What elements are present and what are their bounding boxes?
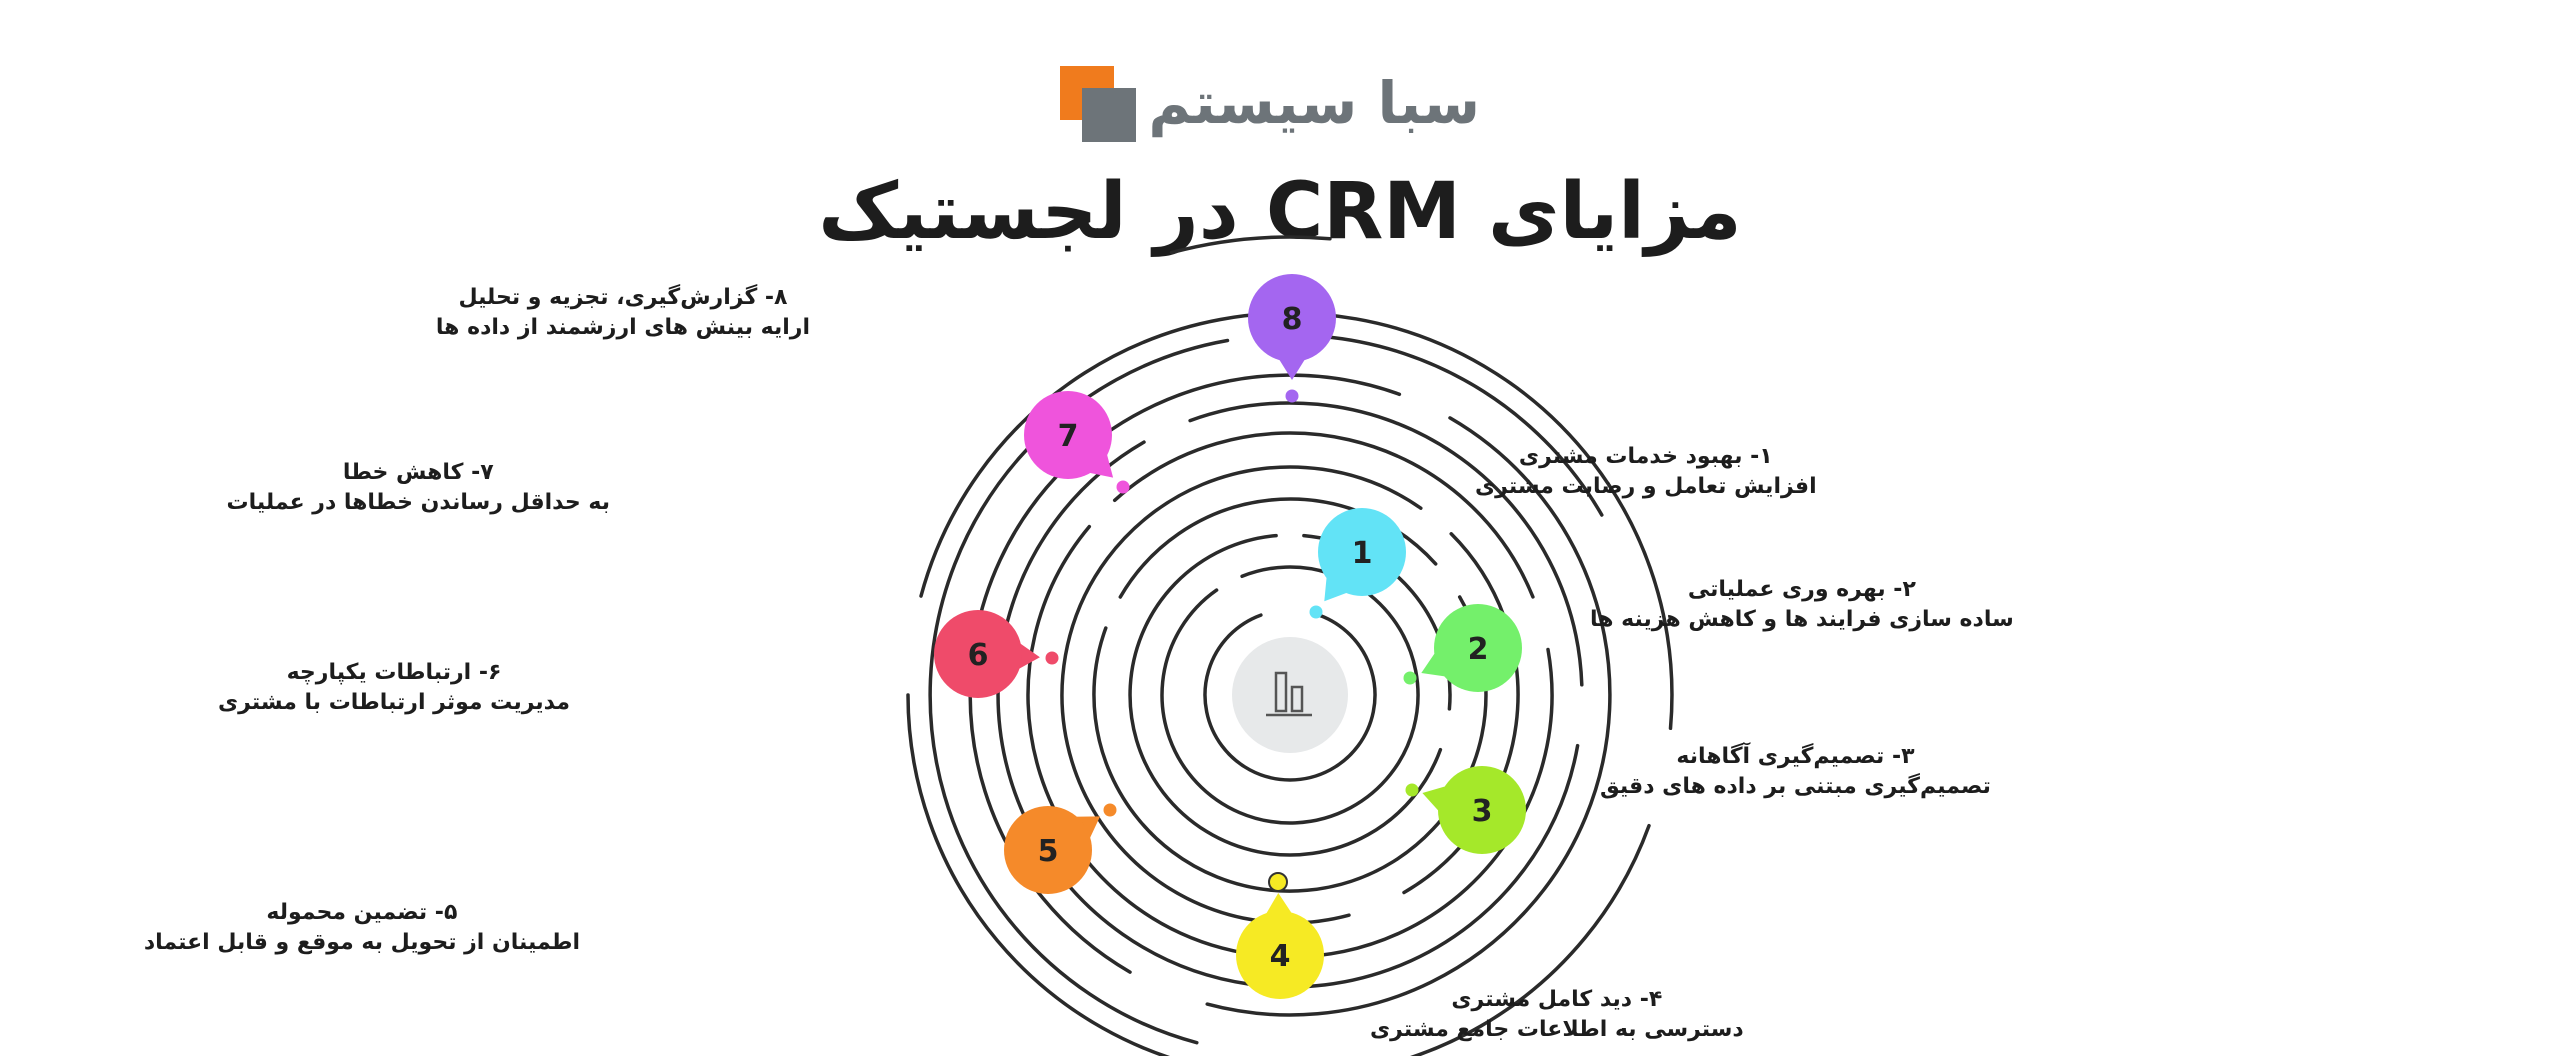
benefit-number-2: 2 <box>1468 632 1489 667</box>
benefit-bubble-6 <box>934 610 1022 698</box>
ring-arc-9-2 <box>1319 334 1604 517</box>
benefit-label-2: ۲- بهره وری عملیاتی ساده سازی فرایند ها و… <box>1590 575 2014 635</box>
ring-arc-7-2 <box>1188 401 1584 687</box>
benefit-desc-2: ساده سازی فرایند ها و کاهش هزینه ها <box>1590 607 2014 632</box>
benefit-number-3: 3 <box>1472 794 1493 829</box>
benefit-label-5: ۵- تضمین محموله اطمینان از تحویل به موقع … <box>144 898 580 958</box>
benefit-bubble-4 <box>1236 911 1324 999</box>
ring-arc-5-2 <box>1402 532 1520 895</box>
benefit-bubble-3 <box>1438 766 1526 854</box>
benefit-title-8: ۸- گزارش‌گیری، تجزیه و تحلیل <box>458 285 788 310</box>
benefit-label-4: ۴- دید کامل مشتری دسترسی به اطلاعات جامع … <box>1370 985 1744 1045</box>
benefit-title-4: ۴- دید کامل مشتری <box>1451 987 1663 1012</box>
ring-arc-5-1 <box>1060 465 1423 925</box>
benefit-desc-1: افزایش تعامل و رضایت مشتری <box>1475 474 1817 499</box>
benefit-dot-3 <box>1405 783 1419 797</box>
benefit-number-5: 5 <box>1038 834 1059 869</box>
benefit-label-6: ۶- ارتباطات یکپارچه مدیریت موثر ارتباطات … <box>218 658 570 718</box>
benefit-bubble-8 <box>1248 274 1336 362</box>
benefit-desc-7: به حداقل رساندن خطاها در عملیات <box>226 490 610 515</box>
ring-arc-10-1 <box>906 693 1651 1056</box>
benefit-desc-3: تصمیم‌گیری مبتنی بر داده های دقیق <box>1600 774 1991 799</box>
benefit-desc-5: اطمینان از تحویل به موقع و قابل اعتماد <box>143 930 580 955</box>
benefit-bubble-7 <box>1024 391 1112 479</box>
benefit-title-6: ۶- ارتباطات یکپارچه <box>286 660 502 685</box>
benefit-bubble-1 <box>1318 508 1406 596</box>
benefit-bubble-5 <box>1004 806 1092 894</box>
ring-arc-10-2 <box>919 311 1674 731</box>
benefit-number-1: 1 <box>1352 536 1373 571</box>
benefit-title-1: ۱- بهبود خدمات مشتری <box>1518 444 1773 469</box>
benefit-title-3: ۳- تصمیم‌گیری آگاهانه <box>1676 744 1915 769</box>
benefit-dot-5 <box>1103 803 1117 817</box>
benefit-title-5: ۵- تضمین محموله <box>266 900 458 925</box>
benefit-dot-2 <box>1403 671 1417 685</box>
benefit-label-3: ۳- تصمیم‌گیری آگاهانه تصمیم‌گیری مبتنی بر… <box>1600 742 1991 802</box>
ring-arc-2-2 <box>1240 565 1332 579</box>
benefit-label-8: ۸- گزارش‌گیری، تجزیه و تحلیل ارایه بینش ه… <box>436 283 810 343</box>
benefit-desc-6: مدیریت موثر ارتباطات با مشتری <box>218 690 570 715</box>
benefit-title-2: ۲- بهره وری عملیاتی <box>1687 577 1916 602</box>
ring-arc-1-1 <box>1203 613 1377 782</box>
benefit-number-4: 4 <box>1270 939 1291 974</box>
logo-gray-square <box>1082 88 1136 142</box>
ring-arc-4-1 <box>1092 595 1488 893</box>
benefit-dot-8 <box>1285 389 1299 403</box>
benefit-number-7: 7 <box>1058 419 1079 454</box>
ring-arc-6-2 <box>1112 431 1535 599</box>
ring-arc-3-1 <box>1128 533 1443 857</box>
benefit-label-7: ۷- کاهش خطا به حداقل رساندن خطاها در عملی… <box>227 458 610 518</box>
benefit-desc-8: ارایه بینش های ارزشمند از داده ها <box>435 315 810 340</box>
benefit-number-6: 6 <box>968 638 989 673</box>
brand-name: سبا سیستم <box>1148 69 1480 137</box>
benefit-dot-7 <box>1116 480 1130 494</box>
bar-chart-icon <box>1266 671 1312 717</box>
ring-arc-7-1 <box>996 440 1580 989</box>
ring-arc-8-2 <box>1205 416 1612 1017</box>
benefit-label-1: ۱- بهبود خدمات مشتری افزایش تعامل و رضایت… <box>1475 442 1817 502</box>
brand-logo: سبا سیستم <box>1060 62 1490 152</box>
benefit-title-7: ۷- کاهش خطا <box>342 460 494 485</box>
ring-arc-11-1 <box>1169 235 1332 255</box>
benefit-dot-1 <box>1309 605 1323 619</box>
benefit-dot-6 <box>1045 651 1059 665</box>
ring-arc-2-1 <box>1160 582 1420 825</box>
benefit-desc-4: دسترسی به اطلاعات جامع مشتری <box>1370 1017 1744 1042</box>
benefit-dot-4 <box>1268 872 1288 892</box>
benefit-number-8: 8 <box>1282 302 1303 337</box>
page-title: مزایای CRM در لجستیک <box>818 167 1742 257</box>
center-circle <box>1232 637 1348 753</box>
benefit-bubble-2 <box>1434 604 1522 692</box>
